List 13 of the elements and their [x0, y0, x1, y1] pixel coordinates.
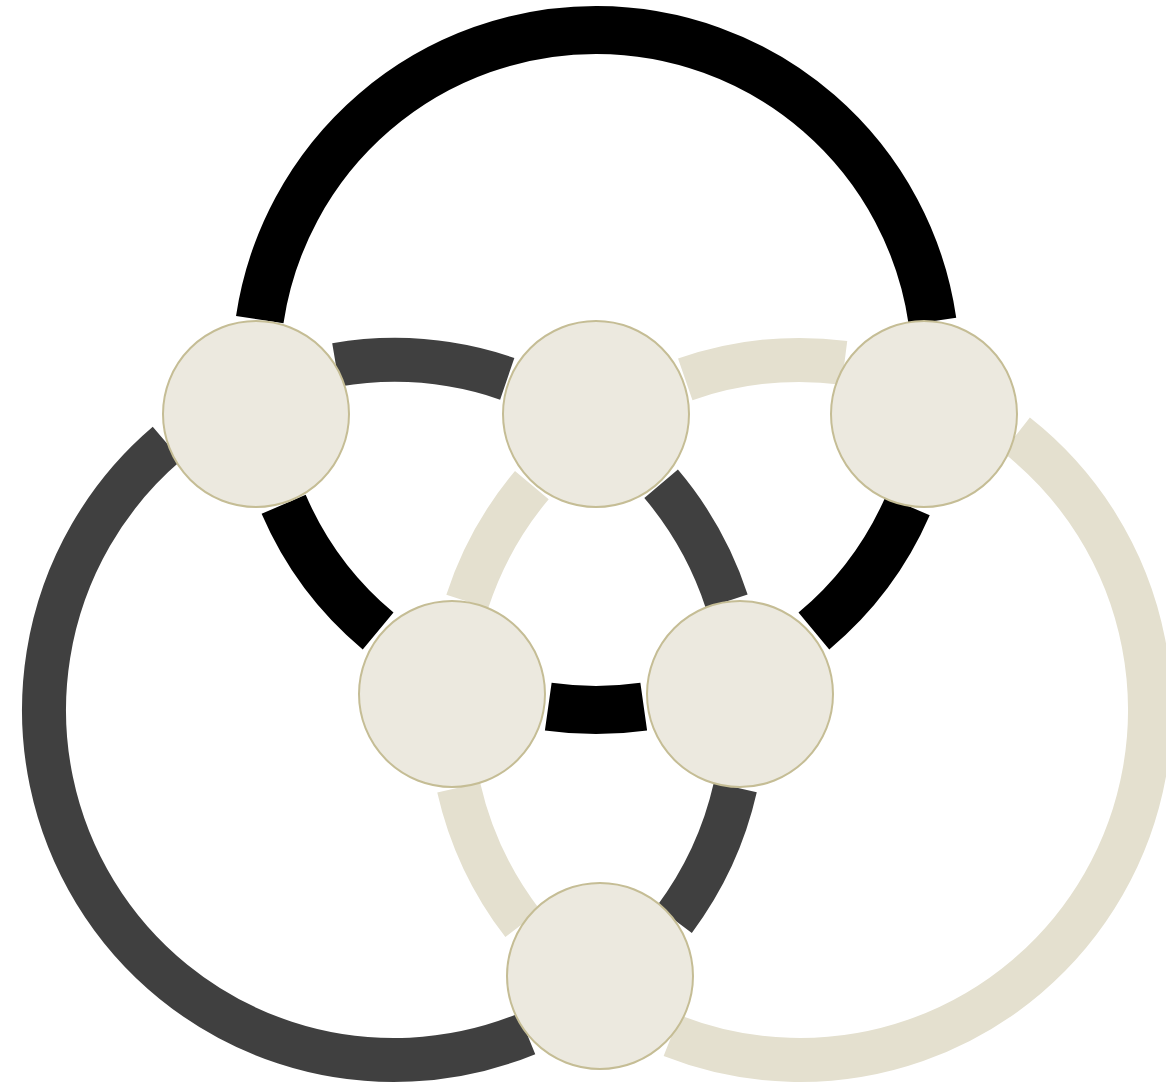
ring-arc — [797, 494, 930, 649]
ring-arc — [643, 470, 748, 610]
ring-arc — [545, 682, 647, 734]
ring-arc — [437, 781, 541, 937]
ring-arc — [236, 6, 956, 327]
ring-arc — [262, 493, 395, 649]
ring-arc — [665, 418, 1166, 1082]
ring-arc — [679, 338, 846, 401]
ring-arc — [333, 338, 514, 401]
ring-arc — [655, 781, 757, 932]
junction-circle — [502, 320, 690, 508]
ring-arc — [22, 427, 534, 1082]
ring-arc — [446, 471, 550, 610]
